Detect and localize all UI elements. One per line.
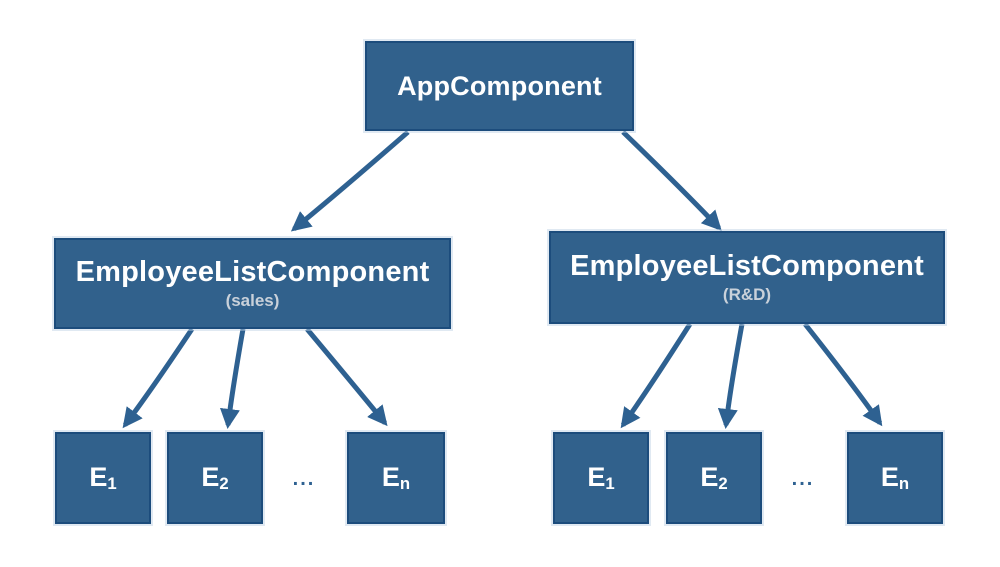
arrow-rd-to-e2 (717, 323, 745, 429)
node-rd-e2: E2 (666, 432, 762, 524)
node-sales-e1: E1 (55, 432, 151, 524)
arrow-app-to-sales (290, 130, 410, 232)
leaf-label: E2 (201, 462, 228, 494)
arrow-sales-to-e2 (219, 328, 246, 429)
arrow-rd-to-e1 (620, 322, 693, 429)
ellipsis-rd: ... (791, 468, 815, 490)
leaf-subscript: 2 (718, 474, 728, 493)
leaf-subscript: 1 (107, 474, 117, 493)
leaf-label: En (382, 462, 410, 494)
leaf-label: En (881, 462, 909, 494)
node-title: EmployeeListComponent (570, 249, 924, 282)
arrow-sales-to-e1 (122, 327, 195, 429)
leaf-subscript: 2 (219, 474, 229, 493)
node-rd-e1: E1 (553, 432, 649, 524)
node-employee-list-sales: EmployeeListComponent (sales) (54, 238, 451, 329)
node-sales-e2: E2 (167, 432, 263, 524)
node-rd-en: En (847, 432, 943, 524)
node-title: AppComponent (397, 70, 602, 101)
leaf-label: E2 (700, 462, 727, 494)
leaf-label: E1 (587, 462, 614, 494)
leaf-base: E (700, 462, 719, 492)
ellipsis-sales: ... (292, 468, 316, 490)
arrow-app-to-rd (621, 130, 722, 231)
node-title: EmployeeListComponent (75, 255, 430, 288)
node-app-component: AppComponent (365, 41, 634, 131)
leaf-base: E (587, 462, 606, 492)
leaf-base: E (201, 462, 220, 492)
arrow-sales-to-en (305, 327, 388, 427)
node-subtitle: (sales) (225, 291, 280, 311)
node-subtitle: (R&D) (722, 285, 772, 305)
leaf-subscript: 1 (605, 474, 615, 493)
leaf-subscript: n (898, 474, 910, 493)
leaf-base: E (89, 462, 108, 492)
leaf-subscript: n (399, 474, 411, 493)
node-employee-list-rd: EmployeeListComponent (R&D) (549, 231, 945, 324)
arrow-rd-to-en (803, 322, 883, 427)
leaf-base: E (381, 462, 400, 492)
leaf-base: E (880, 462, 899, 492)
leaf-label: E1 (89, 462, 116, 494)
node-sales-en: En (347, 432, 445, 524)
